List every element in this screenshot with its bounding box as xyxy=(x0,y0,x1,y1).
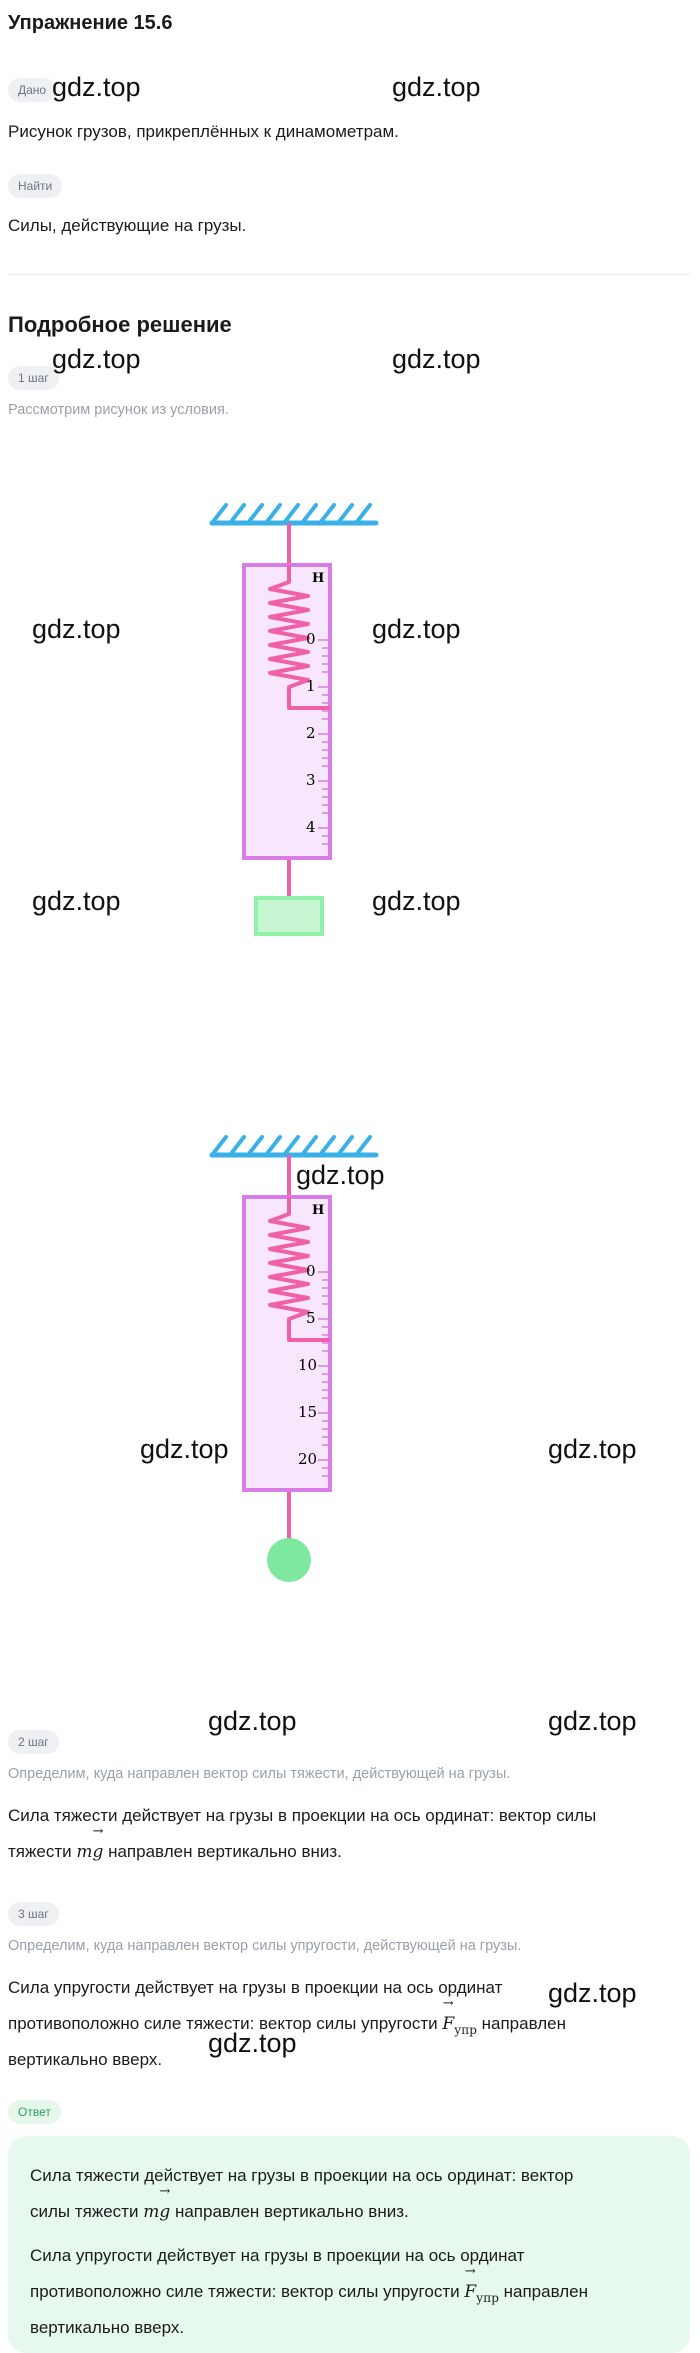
answer-chip: Ответ xyxy=(8,2100,61,2124)
step2-line-2-post: направлен вертикально вниз. xyxy=(108,1842,342,1861)
watermark: gdz.top xyxy=(548,1978,637,2008)
step2-chip: 2 шаг xyxy=(8,1730,59,1754)
tick-label: 10 xyxy=(298,1356,317,1374)
given-text: Рисунок грузов, прикреплённых к динамоме… xyxy=(8,122,399,141)
page-title: Упражнение 15.6 xyxy=(8,12,173,34)
answer-p2-line-2: противоположно силе тяжести: вектор силы… xyxy=(30,2264,588,2316)
f-elastic-symbol: →Fупр xyxy=(464,2264,499,2305)
answer-p1-line-2: силы тяжести m→g направлен вертикально в… xyxy=(30,2184,409,2230)
answer-p1-line-2-post: направлен вертикально вниз. xyxy=(174,2202,409,2221)
find-text: Силы, действующие на грузы. xyxy=(8,216,247,235)
watermark: gdz.top xyxy=(140,1434,229,1464)
answer-p2-line-2-post: направлен xyxy=(503,2282,588,2301)
step1-chip: 1 шаг xyxy=(8,366,59,390)
mg-symbol: m→g xyxy=(76,1824,104,1862)
watermark: gdz.top xyxy=(392,344,481,374)
round-load xyxy=(267,1538,311,1582)
ceiling-hatch xyxy=(209,503,379,526)
step2-line-1: Сила тяжести действует на грузы в проекц… xyxy=(8,1806,597,1825)
unit-label: Н xyxy=(312,1203,324,1218)
given-chip: Дано xyxy=(8,78,57,102)
watermark: gdz.top xyxy=(392,72,481,102)
rectangular-load xyxy=(254,896,324,936)
spring xyxy=(268,565,330,710)
step3-line-2-post: направлен xyxy=(481,2014,566,2033)
step3-line-2-pre: противоположно силе тяжести: вектор силы… xyxy=(8,2014,438,2033)
tick-label: 0 xyxy=(306,1262,316,1280)
step1-caption: Рассмотрим рисунок из условия. xyxy=(8,402,229,418)
mg-symbol: m→g xyxy=(143,2184,171,2222)
step3-chip: 3 шаг xyxy=(8,1902,59,1926)
tick-label: 20 xyxy=(298,1450,317,1468)
answer-p1-line-2-pre: силы тяжести xyxy=(30,2202,139,2221)
dynamometer-figure-2: Н 0 5 10 15 20 xyxy=(209,1135,379,1582)
watermark: gdz.top xyxy=(548,1706,637,1736)
watermark: gdz.top xyxy=(32,614,121,644)
f-elastic-symbol: →Fупр xyxy=(442,1996,477,2037)
find-chip: Найти xyxy=(8,174,63,198)
watermark: gdz.top xyxy=(548,1434,637,1464)
answer-box xyxy=(8,2136,690,2353)
scale-ticks xyxy=(318,639,330,845)
tick-label: 4 xyxy=(306,818,316,836)
tick-label: 5 xyxy=(306,1309,316,1327)
dynamometer-figure-1: Н 0 1 2 3 4 xyxy=(209,503,379,936)
divider xyxy=(8,274,690,275)
unit-label: Н xyxy=(312,571,324,586)
answer-p1-line-1: Сила тяжести действует на грузы в проекц… xyxy=(30,2166,574,2185)
tick-label: 3 xyxy=(306,771,316,789)
answer-p2-line-1: Сила упругости действует на грузы в прое… xyxy=(30,2246,525,2265)
tick-label: 15 xyxy=(298,1403,317,1421)
watermark: gdz.top xyxy=(372,886,461,916)
step3-line-1: Сила упругости действует на грузы в прое… xyxy=(8,1978,503,1997)
dynamometer-frame xyxy=(242,563,332,860)
watermark: gdz.top xyxy=(52,344,141,374)
watermark: gdz.top xyxy=(32,886,121,916)
step3-caption: Определим, куда направлен вектор силы уп… xyxy=(8,1938,522,1954)
answer-p2-line-3: вертикально вверх. xyxy=(30,2318,185,2337)
ceiling-hatch xyxy=(209,1135,379,1158)
step2-line-2-pre: тяжести xyxy=(8,1842,72,1861)
tick-label: 2 xyxy=(306,724,316,742)
tick-label: 1 xyxy=(306,677,316,695)
step3-line-3: вертикально вверх. xyxy=(8,2050,163,2069)
scale-ticks xyxy=(318,1271,330,1477)
step2-line-2: тяжести m→g направлен вертикально вниз. xyxy=(8,1824,342,1870)
watermark: gdz.top xyxy=(372,614,461,644)
tick-label: 0 xyxy=(306,630,316,648)
step2-caption: Определим, куда направлен вектор силы тя… xyxy=(8,1766,511,1782)
solution-title: Подробное решение xyxy=(8,312,232,337)
watermark: gdz.top xyxy=(208,2028,297,2058)
watermark: gdz.top xyxy=(208,1706,297,1736)
step3-line-2: противоположно силе тяжести: вектор силы… xyxy=(8,1996,566,2048)
watermark: gdz.top xyxy=(296,1160,385,1190)
watermark: gdz.top xyxy=(52,72,141,102)
dynamometer-frame xyxy=(242,1195,332,1492)
spring xyxy=(268,1197,330,1342)
answer-p2-line-2-pre: противоположно силе тяжести: вектор силы… xyxy=(30,2282,460,2301)
